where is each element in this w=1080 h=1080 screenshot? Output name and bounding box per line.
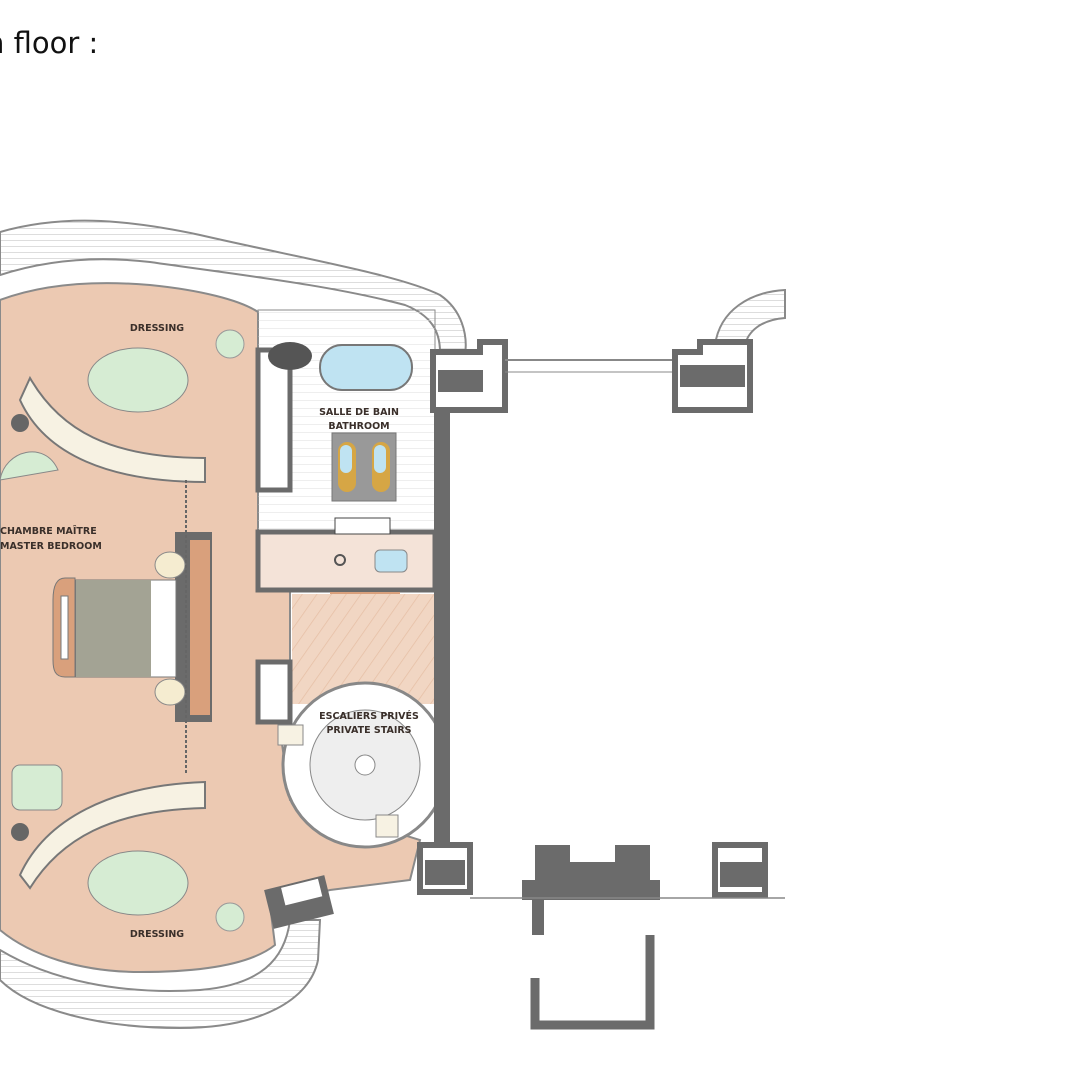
label-bedroom-en: MASTER BEDROOM (0, 541, 102, 552)
dressing-wall-top (18, 375, 206, 484)
terrace-bottom (0, 919, 322, 1030)
page-heading: n floor : (0, 26, 99, 60)
label-dressing-top: DRESSING (130, 323, 184, 334)
dressing-wall-bottom (18, 780, 206, 890)
label-bedroom-fr: CHAMBRE MAÎTRE (0, 525, 97, 537)
main-wall (434, 380, 450, 870)
nightstand-bottom (154, 678, 186, 706)
nightstand-top (154, 551, 186, 579)
terrace-right (713, 288, 786, 346)
armchair-bottom (11, 764, 63, 811)
label-stairs-fr: ESCALIERS PRIVÉS (319, 710, 419, 722)
label-bathroom-en: BATHROOM (328, 421, 389, 432)
label-dressing-bottom: DRESSING (130, 929, 184, 940)
rug-top (87, 347, 189, 413)
rug-bottom (87, 850, 189, 916)
plant-top (215, 329, 245, 359)
plant-bottom (215, 902, 245, 932)
armchair-top (0, 451, 59, 481)
label-bathroom-fr: SALLE DE BAIN (319, 407, 399, 418)
bathtub (319, 344, 413, 391)
label-stairs-en: PRIVATE STAIRS (326, 725, 411, 736)
